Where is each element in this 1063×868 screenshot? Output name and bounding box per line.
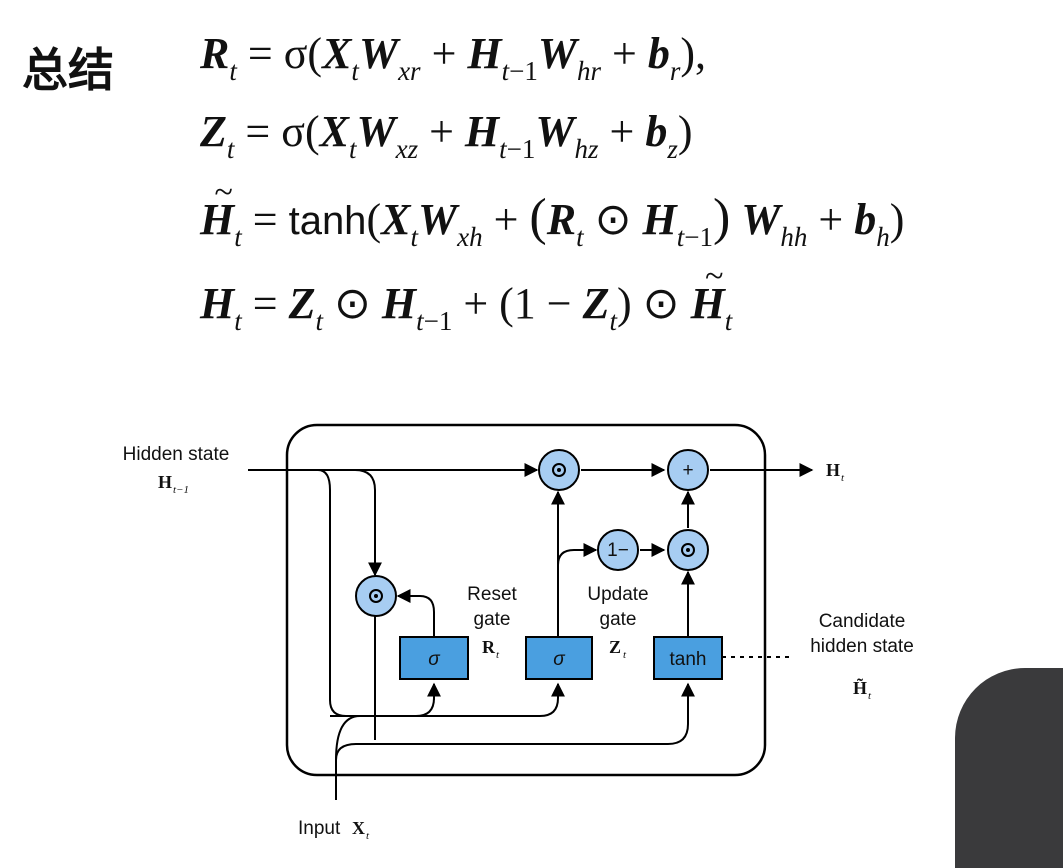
slide-title: 总结 [22,43,114,97]
candidate-hidden-state-equation: Ht = tanh(XtWxh + (Rt ⊙ Ht−1) Whh + bh) [200,174,904,253]
hidden-state-label: Hidden state [123,444,230,465]
r-symbol: R [482,637,496,657]
candidate-multiply-node [667,529,709,571]
candidate-label-1: Candidate [819,611,906,632]
z-symbol: Z [609,637,621,657]
r-subscript: t [496,649,500,661]
h-out-subscript: t [841,472,845,484]
h-prev-symbol: H [158,472,172,492]
update-sigma-label: σ [553,649,566,670]
x-subscript: t [366,830,370,842]
top-multiply-node [538,449,580,491]
presenter-shoulder [955,668,1063,868]
reset-sigma-label: σ [428,649,441,670]
tanh-label: tanh [670,649,707,670]
reset-gate-equation: Rt = σ(XtWxr + Ht−1Whr + br), [200,29,707,86]
reset-gate-label-2: gate [474,609,511,630]
gru-diagram: + 1− σ σ tanh Hidden state H t−1 H t Res… [123,423,914,842]
reset-gate-label-1: Reset [467,584,517,605]
one-minus-label: 1− [607,540,629,561]
z-subscript: t [623,649,627,661]
plus-label: + [682,460,693,481]
tanh-box: tanh [653,636,723,680]
candidate-subscript: t [868,690,872,702]
gru-cell-frame [285,423,767,777]
candidate-symbol: H̃ [853,678,867,698]
reset-multiply-node [355,575,397,617]
update-gate-equation: Zt = σ(XtWxz + Ht−1Whz + bz) [200,107,693,164]
one-minus-node: 1− [597,529,639,571]
connection-lines [248,463,814,800]
x-symbol: X [352,818,365,838]
reset-gate-sigma-box: σ [399,636,469,680]
hidden-state-equation: Ht = Zt ⊙ Ht−1 + (1 − Zt) ⊙ Ht [200,258,732,337]
candidate-label-2: hidden state [810,636,914,657]
h-out-symbol: H [826,460,840,480]
plus-node: + [667,449,709,491]
h-prev-subscript: t−1 [173,484,189,496]
update-gate-sigma-box: σ [525,636,593,680]
update-gate-label-1: Update [587,584,648,605]
input-label: Input [298,818,341,839]
update-gate-label-2: gate [600,609,637,630]
